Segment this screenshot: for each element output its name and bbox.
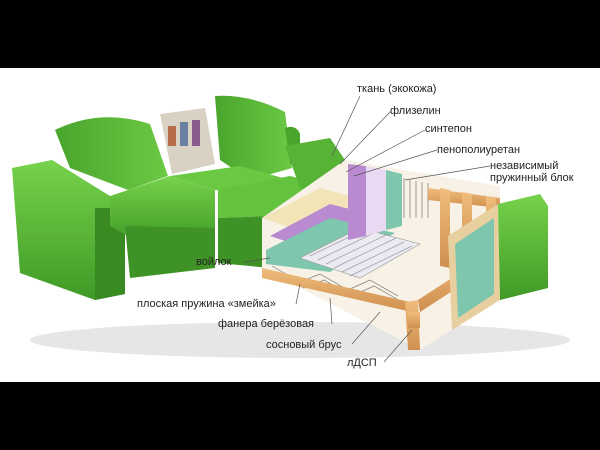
label-ldsp: лДСП (347, 357, 377, 369)
back-cushion-left (55, 117, 168, 190)
seat-front (125, 226, 215, 278)
label-sintepon: синтепон (425, 123, 472, 135)
back-springs (403, 178, 429, 218)
back-cushion-right (215, 95, 292, 180)
right-armrest-fabric (498, 194, 548, 300)
label-springs: независимый пружинный блок (490, 160, 574, 184)
diagram-frame: ткань (экокожа) флизелин синтепон пенопо… (0, 68, 600, 382)
sofa-illustration (12, 95, 570, 363)
left-armrest-side (95, 208, 125, 300)
label-fabric: ткань (экокожа) (357, 83, 437, 95)
back-foam-purple (348, 164, 366, 240)
label-plywood: фанера берёзовая (218, 318, 315, 330)
back-foam-light (366, 166, 386, 236)
back-foam-teal (386, 170, 402, 230)
label-felt: войлок (196, 256, 232, 268)
label-ppu: пенополиуретан (437, 144, 521, 156)
label-pine: сосновый брус (266, 339, 342, 351)
label-snake: плоская пружина «змейка» (137, 298, 276, 310)
label-fliselin: флизелин (390, 105, 441, 117)
leader-lines (243, 95, 491, 363)
seat-right-front (218, 216, 270, 268)
right-armrest-foam (455, 218, 494, 318)
